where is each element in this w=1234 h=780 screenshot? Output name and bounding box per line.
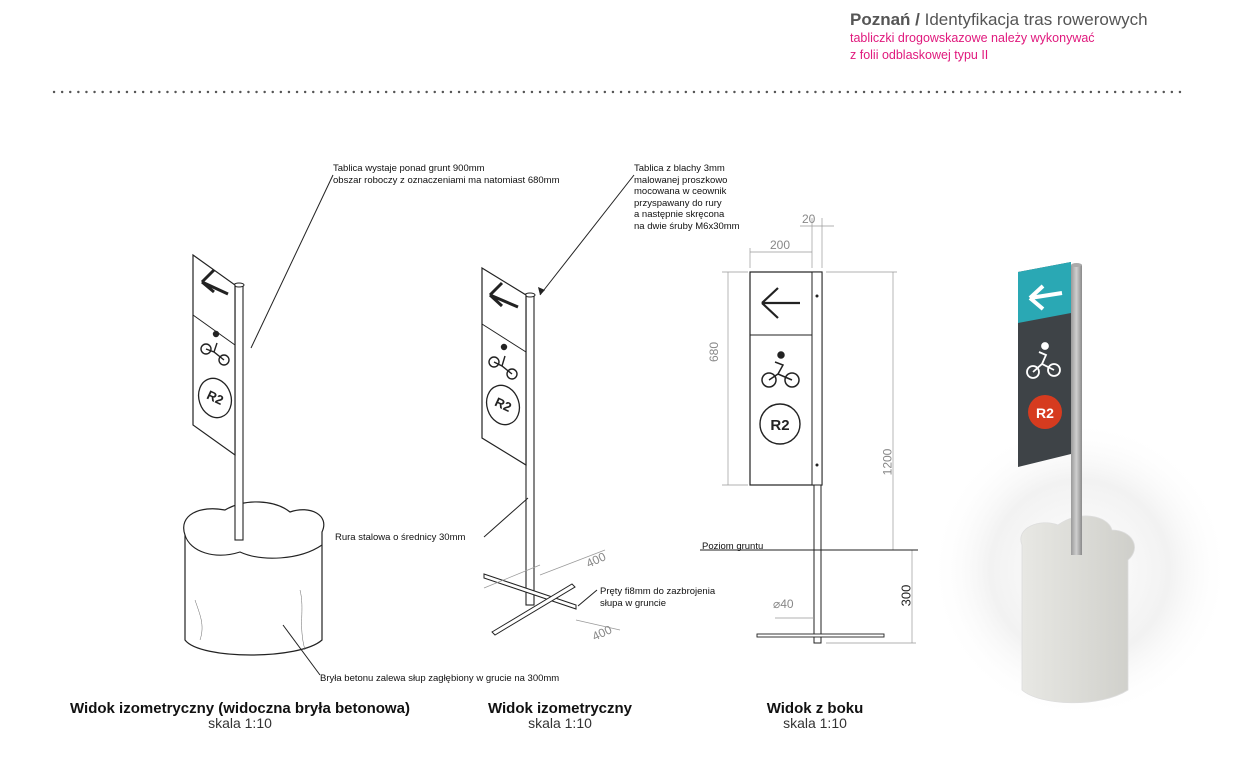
cyclist-icon — [1026, 342, 1061, 379]
dim-200: 200 — [770, 238, 791, 252]
dim-300: 300 — [898, 584, 914, 607]
note-ground-level: Poziom gruntu — [702, 541, 764, 552]
cyclist-icon — [761, 351, 800, 388]
caption-view-3: Widok z boku skala 1:10 — [766, 700, 864, 731]
header: Poznań / Identyfikacja tras rowerowych t… — [850, 10, 1230, 64]
sign-plate — [192, 253, 236, 457]
sign-plate — [481, 266, 527, 467]
view-side: R2 — [700, 218, 918, 644]
page-title: Poznań / Identyfikacja tras rowerowych — [850, 10, 1148, 29]
dim-diameter-40: ⌀40 — [773, 597, 794, 611]
concrete-block — [1020, 515, 1135, 704]
arrow-left-icon — [488, 281, 519, 309]
rods — [483, 573, 577, 636]
header-note-line1: tabliczki drogowskazowe należy wykonywać — [850, 31, 1095, 45]
pole — [234, 284, 244, 541]
arrow-left-icon — [761, 287, 800, 319]
dim-680: 680 — [707, 341, 722, 363]
caption-view-1: Widok izometryczny (widoczna bryła beton… — [70, 700, 410, 731]
concrete-block — [183, 501, 325, 656]
caption-view-2: Widok izometryczny skala 1:10 — [487, 700, 633, 731]
rods — [756, 633, 885, 638]
rendered-sign-image: R2 — [930, 262, 1230, 720]
view-isometric: R2 — [481, 174, 635, 636]
dim-20: 20 — [802, 212, 816, 226]
pole — [1071, 265, 1082, 555]
route-label: R2 — [770, 417, 789, 434]
pole — [525, 294, 535, 606]
cyclist-icon — [200, 330, 230, 366]
arrow-left-icon — [200, 268, 229, 296]
view-isometric-concrete: R2 — [183, 174, 334, 676]
route-label: R2 — [493, 394, 514, 415]
route-label: R2 — [1036, 405, 1054, 421]
note-concrete: Bryła betonu zalewa słup zagłębiony w gr… — [320, 673, 560, 684]
cyclist-icon — [488, 343, 518, 380]
note-pipe: Rura stalowa o średnicy 30mm — [335, 532, 466, 543]
arrow-left-icon — [1028, 284, 1063, 311]
dim-1200: 1200 — [880, 448, 895, 476]
header-note-line2: z folii odblaskowej typu II — [850, 48, 989, 62]
route-label: R2 — [205, 387, 226, 408]
